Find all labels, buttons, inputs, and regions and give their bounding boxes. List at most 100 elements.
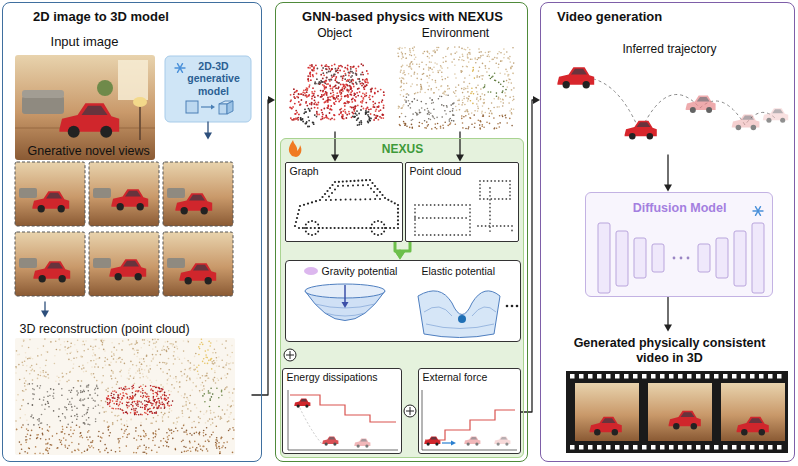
- point-dot: [139, 373, 141, 375]
- point-dot: [29, 438, 31, 440]
- point-dot: [132, 395, 134, 397]
- point-dot: [154, 339, 156, 341]
- point-dot: [71, 360, 73, 362]
- point-dot: [206, 427, 208, 429]
- point-dot: [41, 404, 43, 406]
- point-dot: [218, 442, 220, 444]
- point-dot: [341, 89, 343, 91]
- point-dot: [128, 398, 130, 400]
- point-dot: [342, 90, 344, 92]
- point-dot: [158, 407, 160, 409]
- point-dot: [155, 436, 157, 438]
- point-dot: [343, 103, 345, 105]
- point-dot: [231, 405, 233, 407]
- point-dot: [29, 339, 31, 341]
- point-dot: [331, 79, 333, 81]
- point-dot: [64, 433, 66, 435]
- point-dot: [185, 404, 187, 406]
- point-dot: [87, 397, 89, 399]
- point-dot: [67, 399, 69, 401]
- point-dot: [147, 410, 149, 412]
- point-dot: [308, 94, 310, 96]
- point-dot: [212, 352, 214, 354]
- point-dot: [61, 444, 63, 446]
- point-dot: [190, 450, 192, 452]
- point-dot: [53, 392, 55, 394]
- point-dot: [117, 396, 119, 398]
- point-dot: [175, 378, 177, 380]
- point-dot: [126, 404, 128, 406]
- point-dot: [307, 75, 309, 77]
- point-dot: [141, 347, 143, 349]
- point-dot: [354, 112, 356, 114]
- point-dot: [32, 369, 34, 371]
- point-dot: [225, 364, 227, 366]
- point-dot: [167, 403, 169, 405]
- point-dot: [322, 78, 324, 80]
- point-dot: [110, 395, 112, 397]
- point-dot: [199, 390, 201, 392]
- point-dot: [114, 398, 116, 400]
- car-wheel: [205, 277, 212, 284]
- point-dot: [119, 447, 121, 449]
- point-dot: [43, 397, 45, 399]
- point-dot: [25, 352, 27, 354]
- point-dot: [37, 385, 39, 387]
- point-dot: [27, 452, 29, 454]
- point-dot: [59, 439, 61, 441]
- point-dot: [133, 452, 135, 454]
- point-dot: [22, 424, 24, 426]
- point-dot: [29, 448, 31, 450]
- point-dot: [176, 345, 178, 347]
- point-dot: [89, 447, 91, 449]
- point-dot: [87, 431, 89, 433]
- point-dot: [126, 424, 128, 426]
- point-dot: [298, 114, 300, 116]
- point-dot: [373, 104, 375, 106]
- point-dot: [335, 84, 337, 86]
- point-dot: [337, 67, 339, 69]
- point-dot: [50, 388, 52, 390]
- point-dot: [108, 395, 110, 397]
- point-dot: [210, 412, 212, 414]
- point-dot: [301, 119, 303, 121]
- point-dot: [360, 123, 362, 125]
- point-dot: [214, 362, 216, 364]
- point-dot: [158, 428, 160, 430]
- point-dot: [232, 392, 234, 394]
- point-dot: [118, 405, 120, 407]
- point-dot: [97, 358, 99, 360]
- point-dot: [161, 401, 163, 403]
- point-dot: [157, 415, 159, 417]
- point-dot: [113, 347, 115, 349]
- point-dot: [142, 397, 144, 399]
- point-dot: [311, 102, 313, 104]
- point-dot: [200, 384, 202, 386]
- point-dot: [202, 375, 204, 377]
- point-dot: [342, 87, 344, 89]
- point-dot: [166, 442, 168, 444]
- point-dot: [40, 372, 42, 374]
- point-dot: [166, 442, 168, 444]
- point-dot: [204, 393, 206, 395]
- point-dot: [198, 433, 200, 435]
- point-dot: [323, 117, 325, 119]
- point-dot: [144, 369, 146, 371]
- point-dot: [125, 429, 127, 431]
- point-dot: [89, 424, 91, 426]
- point-dot: [168, 358, 170, 360]
- point-dot: [124, 363, 126, 365]
- point-dot: [312, 92, 314, 94]
- point-dot: [112, 397, 114, 399]
- point-dot: [205, 422, 207, 424]
- point-dot: [373, 114, 375, 116]
- point-dot: [317, 95, 319, 97]
- point-dot: [47, 450, 49, 452]
- point-dot: [31, 430, 33, 432]
- point-dot: [157, 391, 159, 393]
- point-dot: [44, 409, 46, 411]
- point-dot: [87, 349, 89, 351]
- point-dot: [26, 439, 28, 441]
- point-dot: [152, 386, 154, 388]
- point-dot: [370, 91, 372, 93]
